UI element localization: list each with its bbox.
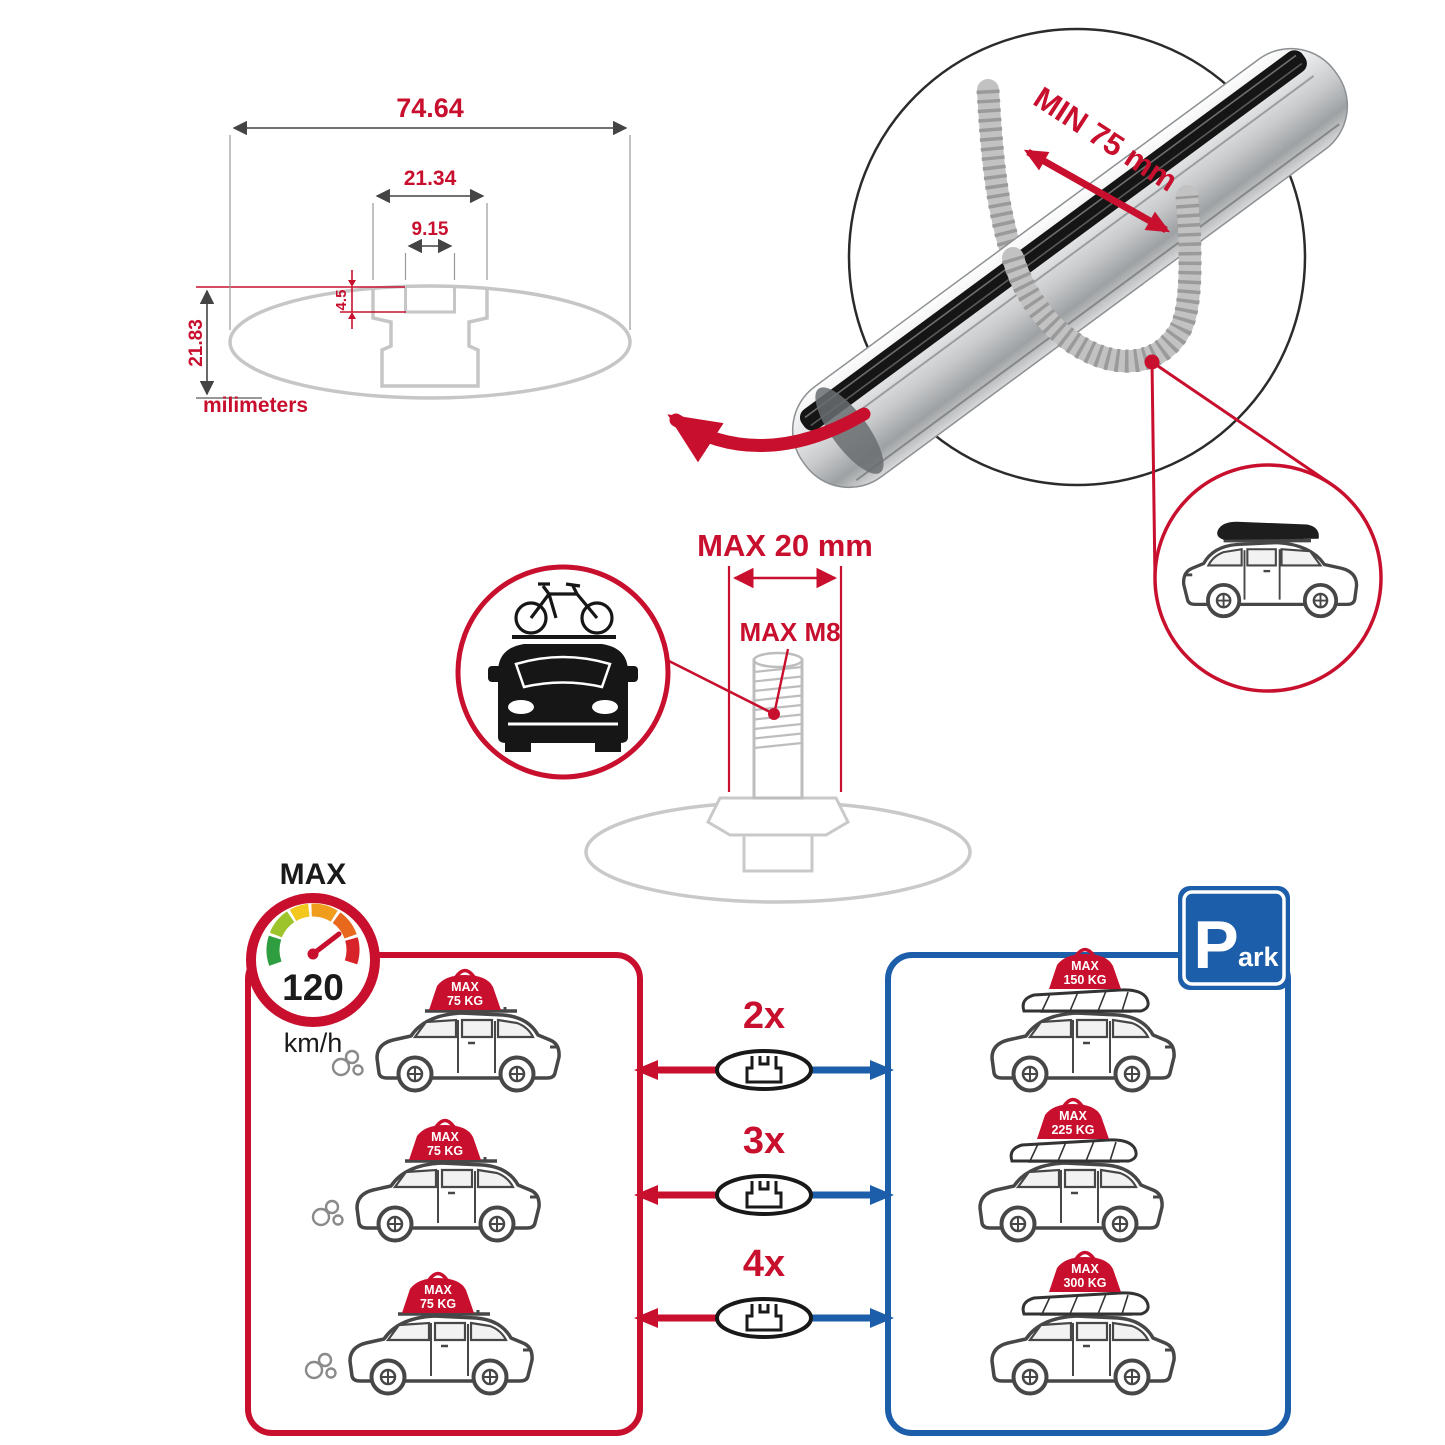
svg-text:225 KG: 225 KG [1051,1123,1094,1137]
car-front-icon [488,644,638,752]
svg-text:MAX: MAX [1059,1109,1087,1123]
highway-suv-3: MAX 75 KG [304,1271,535,1396]
bar-count-row-1: 2x [634,995,894,1091]
svg-text:75 KG: 75 KG [427,1144,463,1158]
bar-section-icon [715,1174,813,1216]
svg-text:MAX: MAX [1071,1262,1099,1276]
load-tag: MAX 300 KG [1047,1250,1123,1294]
speed-value: 120 [282,967,344,1008]
bar-count-row-2: 3x [634,1120,894,1216]
svg-text:150 KG: 150 KG [1063,973,1106,987]
t-slot-block [742,833,814,873]
park-suv-2: MAX 225 KG [978,1097,1165,1243]
svg-text:75 KG: 75 KG [420,1297,456,1311]
dim-total-height: 21.83 [186,319,207,367]
park-suv-3: MAX 300 KG [990,1250,1177,1396]
load-tag: MAX 150 KG [1047,947,1123,991]
bar-profile-slot [404,287,456,314]
units-label: milimeters [203,394,308,417]
load-tag: MAX 75 KG [400,1271,476,1315]
row-multiplier: 3x [743,1120,785,1162]
dim-lip-depth: 4.5 [333,290,350,311]
bar-profile-ellipse [228,284,632,400]
speed-unit: km/h [284,1028,343,1058]
park-suv-1: MAX 150 KG [990,947,1177,1093]
highway-suv-2: MAX 75 KG [311,1118,542,1243]
speed-max-label: MAX [280,858,347,891]
row-multiplier: 2x [743,995,785,1037]
svg-text:MAX: MAX [1071,959,1099,973]
park-sign-rest: ark [1238,942,1280,972]
bar-section-icon [715,1049,813,1091]
crossbar-render [791,47,1349,489]
svg-text:MAX: MAX [431,1130,459,1144]
speedometer-icon [246,893,380,1027]
row-multiplier: 4x [743,1243,785,1285]
load-tag: MAX 225 KG [1035,1097,1111,1141]
suv-roofbox-icon [1181,521,1359,619]
min-clearance-arrow [1023,148,1171,234]
bike-car-callout [455,564,771,780]
bolt-max-thread-label: MAX M8 [739,617,840,647]
bar-profile-channel [371,287,489,388]
bike-icon [514,582,614,635]
park-sign: P ark [1178,886,1290,990]
highway-suv-1: MAX 75 KG [331,968,562,1093]
load-tag: MAX 75 KG [427,968,503,1012]
zoom-arrow [667,407,871,463]
t-slot-plate [706,796,850,837]
bar-section-icon [715,1297,813,1339]
cross-section-diagram: 74.64 21.34 9.15 4.5 21.83 milimeters [186,93,632,417]
svg-text:MAX: MAX [451,980,479,994]
svg-text:300 KG: 300 KG [1063,1276,1106,1290]
park-sign-letter: P [1193,907,1238,983]
dim-total-width: 74.64 [396,93,464,123]
thread-pointer-dot [768,708,780,720]
bolt-max-length-label: MAX 20 mm [697,528,873,563]
dim-slot-width: 9.15 [412,219,449,240]
svg-text:MAX: MAX [424,1283,452,1297]
dim-channel-width: 21.34 [404,167,457,190]
load-tag: MAX 75 KG [407,1118,483,1162]
bolt-diagram: MAX 20 mm MAX M8 [584,528,972,904]
svg-text:75 KG: 75 KG [447,994,483,1008]
crossbar-detail-callout: MIN 75 mm [667,27,1383,693]
bar-count-row-3: 4x [634,1243,894,1339]
